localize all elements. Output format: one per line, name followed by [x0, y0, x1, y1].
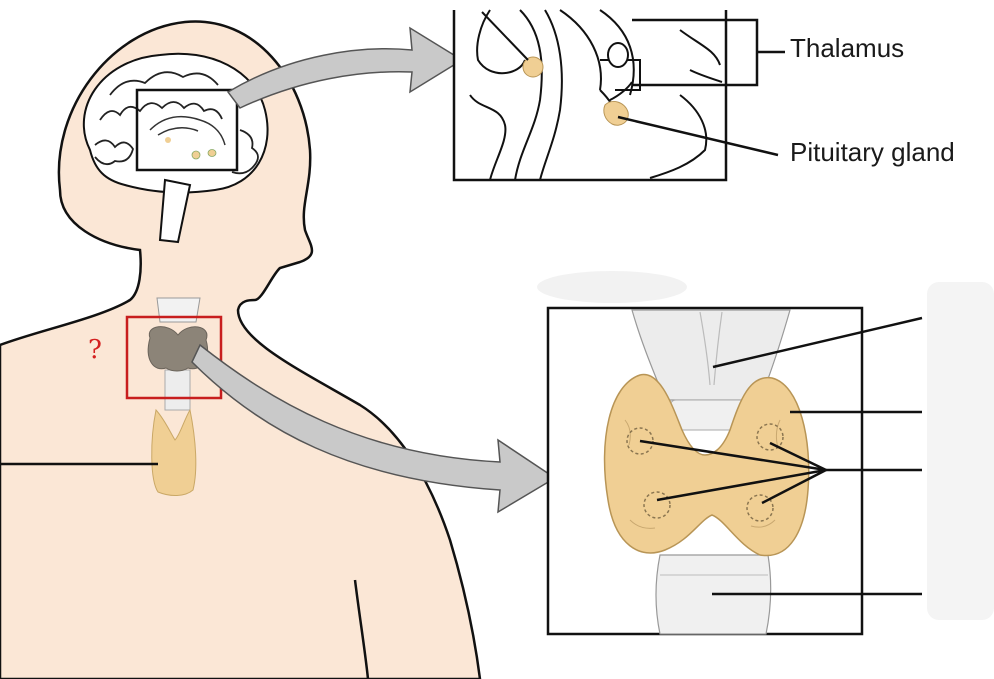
pineal-gland-detail: [523, 57, 543, 77]
brain-detail-panel: [454, 10, 726, 180]
pituitary-gland-label: Pituitary gland: [790, 137, 955, 168]
thalamus-label: Thalamus: [790, 33, 904, 64]
blurred-patch: [537, 271, 687, 303]
blurred-label-area: [927, 282, 994, 620]
question-mark-annotation: ?: [88, 335, 102, 365]
